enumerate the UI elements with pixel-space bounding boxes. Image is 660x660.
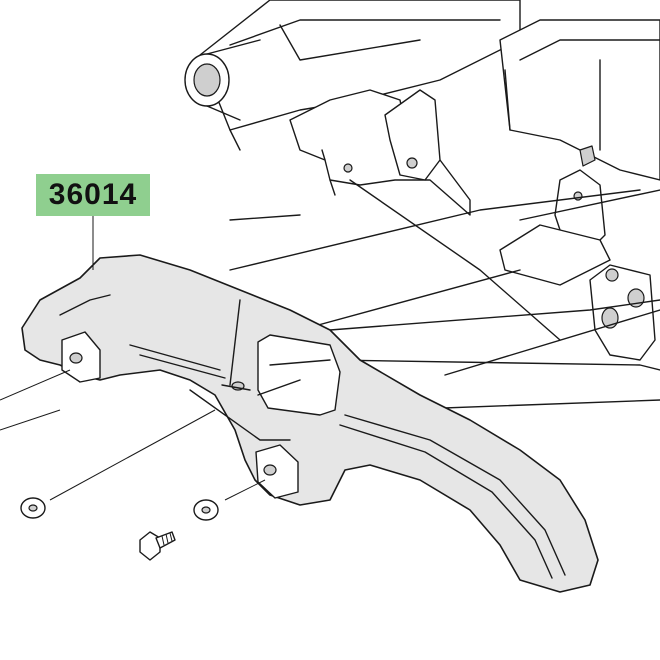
chain-guard-body [21,254,599,593]
washer-right [193,499,219,521]
leader-lines [0,216,266,501]
guard-window [257,334,341,416]
guard-boss-lower [255,444,299,499]
cross-member [499,224,611,286]
swingarm [184,0,660,411]
washer-left [20,497,46,519]
upper-bracket [289,89,471,216]
swingarm-upper-arm [199,0,521,131]
swingarm-right-member [499,19,660,181]
fasteners [20,497,219,561]
bolt [139,531,176,561]
guard-rib [129,344,226,379]
part-number-label[interactable]: 36014 [36,174,150,216]
shock-mount [589,264,656,361]
chain-guard-36014 [21,254,599,593]
